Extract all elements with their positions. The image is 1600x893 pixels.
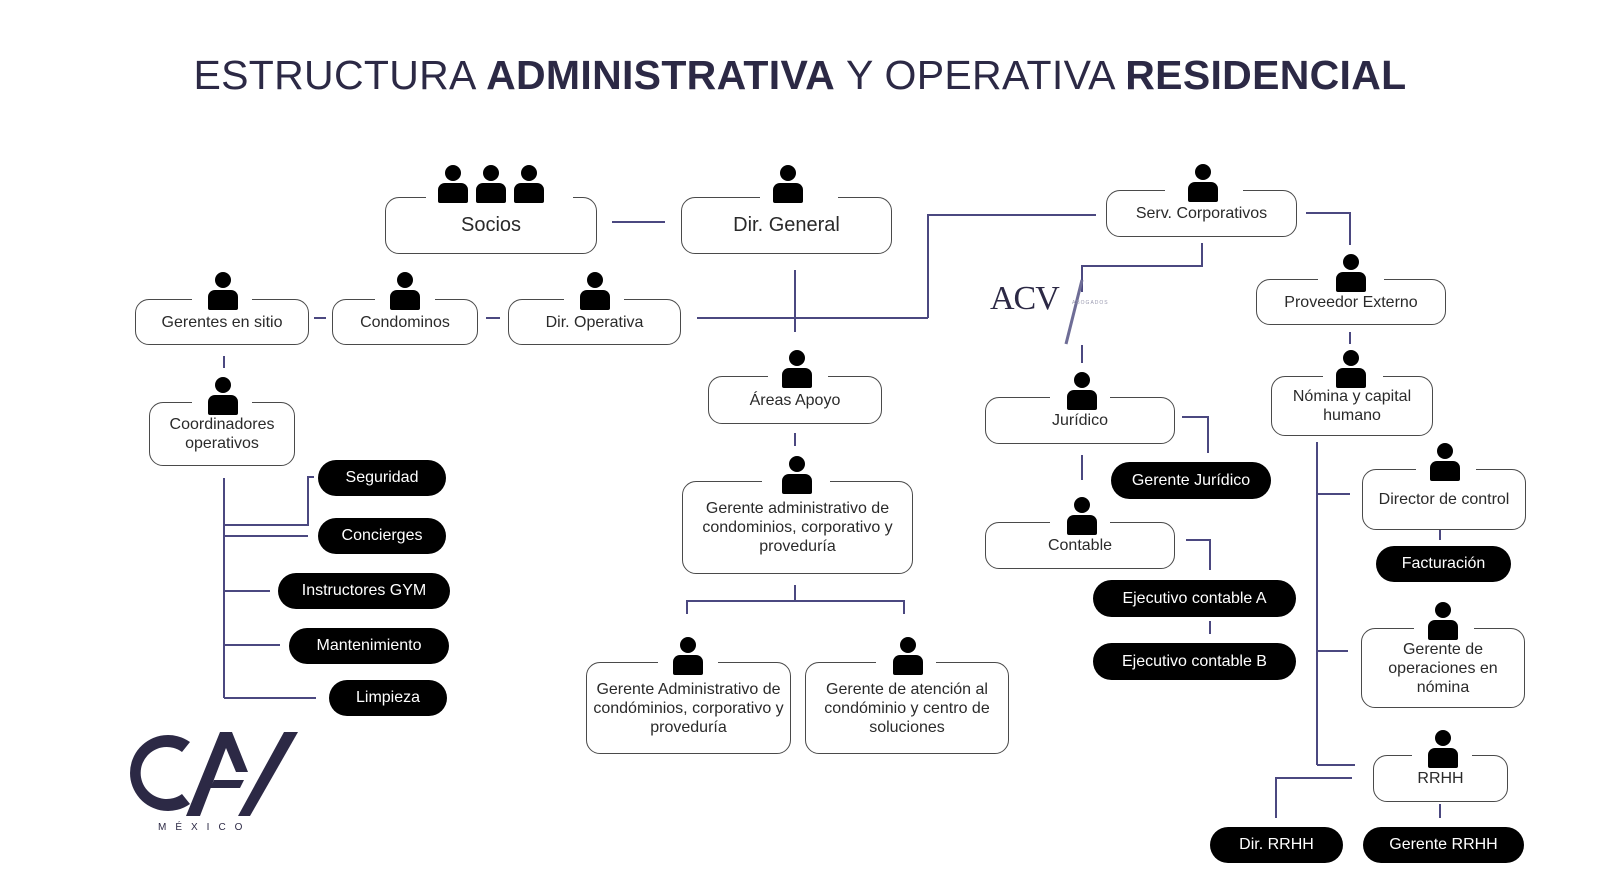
node-label: Gerente de operaciones en nómina xyxy=(1388,640,1498,696)
pill-label: Gerente Jurídico xyxy=(1131,471,1251,489)
connector xyxy=(1275,777,1352,818)
node-socios[interactable]: Socios xyxy=(385,197,597,254)
person-icon xyxy=(1430,443,1460,483)
pill-facturacion[interactable]: Facturación xyxy=(1376,546,1511,582)
node-dir-general[interactable]: Dir. General xyxy=(681,197,892,254)
connector xyxy=(1081,243,1203,292)
pill-ejecutivo-contable-b[interactable]: Ejecutivo contable B xyxy=(1093,643,1296,680)
pill-instructores-gym[interactable]: Instructores GYM xyxy=(278,573,450,609)
node-label: Proveedor Externo xyxy=(1284,293,1418,311)
pill-mantenimiento[interactable]: Mantenimiento xyxy=(289,628,449,664)
person-icon xyxy=(773,165,803,205)
pill-label: Gerente RRHH xyxy=(1389,836,1498,853)
person-icon xyxy=(1188,164,1218,204)
person-icon xyxy=(208,272,238,312)
pill-label: Ejecutivo contable A xyxy=(1122,589,1267,607)
node-label: Serv. Corporativos xyxy=(1135,205,1268,222)
person-icon xyxy=(893,637,923,677)
pill-label: Seguridad xyxy=(345,469,419,486)
connector xyxy=(927,214,1096,318)
node-label: Jurídico xyxy=(1051,412,1109,429)
node-label: Gerente administrativo de condominios, c… xyxy=(702,500,893,555)
node-label: RRHH xyxy=(1417,770,1464,787)
pill-label: Ejecutivo contable B xyxy=(1122,652,1267,670)
acv-logo-text: ACV xyxy=(990,280,1060,317)
pill-seguridad[interactable]: Seguridad xyxy=(318,460,446,496)
connector xyxy=(686,600,905,614)
connector xyxy=(224,476,314,526)
node-label: Nómina y capital humano xyxy=(1292,388,1412,424)
node-label: Gerente Administrativo de condóminios, c… xyxy=(593,680,784,736)
cav-logo-mark xyxy=(130,732,298,816)
person-icon xyxy=(580,272,610,312)
node-label: Áreas Apoyo xyxy=(749,391,841,409)
person-icon xyxy=(1336,350,1366,390)
node-label: Coordinadores operativos xyxy=(169,416,275,452)
person-icon xyxy=(476,165,506,205)
node-label: Dir. Operativa xyxy=(545,313,644,331)
person-icon xyxy=(782,456,812,496)
node-label: Dir. General xyxy=(733,214,840,236)
pill-concierges[interactable]: Concierges xyxy=(318,518,446,554)
pill-label: Dir. RRHH xyxy=(1239,836,1314,853)
connector xyxy=(1182,416,1209,453)
person-icon xyxy=(1067,497,1097,537)
person-icon xyxy=(1428,602,1458,642)
person-icon xyxy=(782,350,812,390)
pill-dir-rrhh[interactable]: Dir. RRHH xyxy=(1210,827,1343,863)
person-icon xyxy=(673,637,703,677)
pill-limpieza[interactable]: Limpieza xyxy=(329,680,447,716)
pill-gerente-rrhh[interactable]: Gerente RRHH xyxy=(1363,827,1524,863)
connector xyxy=(1306,212,1351,245)
node-gerentes-sitio[interactable]: Gerentes en sitio xyxy=(135,299,309,345)
title-part-3: Y OPERATIVA xyxy=(835,52,1126,98)
person-icon xyxy=(208,377,238,417)
pill-gerente-juridico[interactable]: Gerente Jurídico xyxy=(1111,462,1271,499)
node-label: Socios xyxy=(460,214,522,236)
node-label: Director de control xyxy=(1378,491,1510,508)
pill-label: Concierges xyxy=(341,527,423,544)
acv-slash xyxy=(1064,279,1084,345)
pill-label: Facturación xyxy=(1401,555,1486,572)
person-icon xyxy=(390,272,420,312)
title-part-1: ESTRUCTURA xyxy=(193,52,487,98)
pill-label: Limpieza xyxy=(355,689,421,706)
person-icon xyxy=(1336,254,1366,294)
node-label: Contable xyxy=(1047,537,1113,554)
acv-logo-subtitle: ABOGADOS xyxy=(1072,300,1109,306)
page-title: ESTRUCTURA ADMINISTRATIVA Y OPERATIVA RE… xyxy=(0,52,1600,99)
node-serv-corporativos[interactable]: Serv. Corporativos xyxy=(1106,190,1297,237)
node-gerente-admin[interactable]: Gerente administrativo de condominios, c… xyxy=(682,481,913,574)
cav-logo-subtitle: MÉXICO xyxy=(158,822,252,833)
person-icon xyxy=(514,165,544,205)
title-part-2: ADMINISTRATIVA xyxy=(486,52,835,98)
pill-ejecutivo-contable-a[interactable]: Ejecutivo contable A xyxy=(1093,580,1296,617)
node-label: Gerente de atención al condóminio y cent… xyxy=(824,680,990,736)
title-part-4: RESIDENCIAL xyxy=(1125,52,1407,98)
node-label: Gerentes en sitio xyxy=(161,313,283,331)
node-label: Condominos xyxy=(360,313,450,331)
person-icon xyxy=(438,165,468,205)
pill-label: Instructores GYM xyxy=(301,582,427,599)
person-icon xyxy=(1067,372,1097,412)
connector xyxy=(1186,539,1211,570)
person-icon xyxy=(1428,730,1458,770)
pill-label: Mantenimiento xyxy=(316,637,422,654)
